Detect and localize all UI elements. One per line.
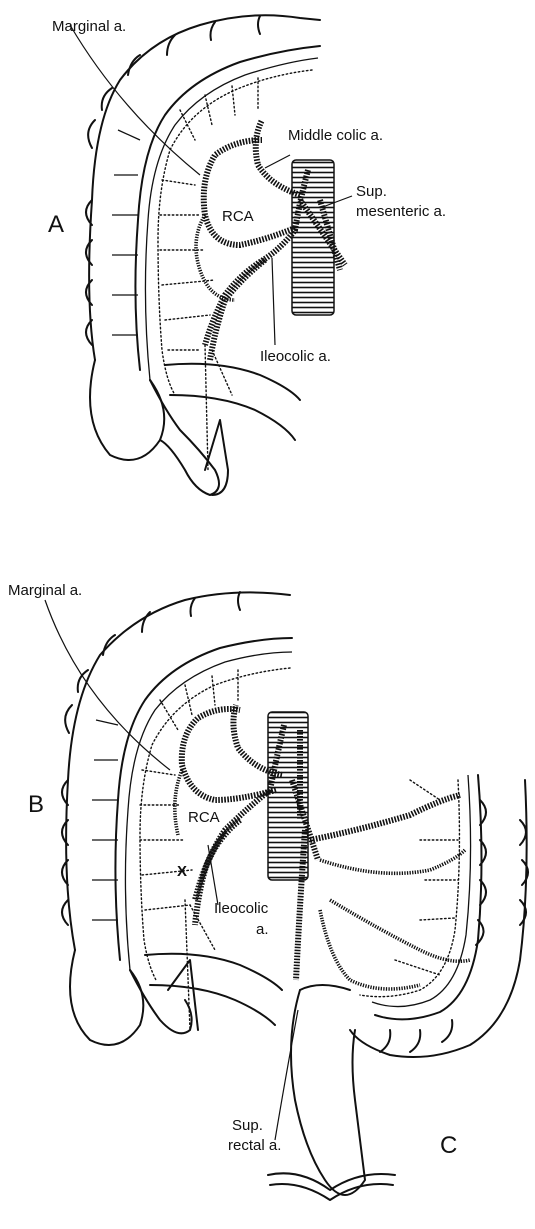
panel-a-marginal-label: Marginal a. xyxy=(52,18,126,35)
panel-b-ileocolic-label-1: Ileocolic xyxy=(214,900,269,917)
panel-c-sup-rectal-label-1: Sup. xyxy=(232,1117,263,1134)
panel-b-letter: B xyxy=(28,791,44,818)
panel-a-ileocolic-label: Ileocolic a. xyxy=(260,348,331,365)
panel-a-sup-mesenteric-label-2: mesenteric a. xyxy=(356,203,446,220)
panel-a-rca-label: RCA xyxy=(222,208,254,225)
panel-c-letter: C xyxy=(440,1132,457,1159)
panel-a-colon xyxy=(86,15,320,495)
panel-b-x-mark: X xyxy=(177,863,187,880)
panel-c-sup-rectal-label-2: rectal a. xyxy=(228,1137,281,1154)
panel-a-rca xyxy=(204,140,295,245)
panel-b-rca xyxy=(182,709,276,800)
panel-b: Marginal a. RCA X Ileocolic a. B xyxy=(8,582,318,1045)
panel-c-marginal-artery xyxy=(360,780,459,997)
panel-a-ileocolic-artery xyxy=(210,260,265,360)
panel-a-sup-mesenteric-label-1: Sup. xyxy=(356,183,387,200)
panel-b-rca-label: RCA xyxy=(188,809,220,826)
panel-b-marginal-label: Marginal a. xyxy=(8,582,82,599)
panel-b-ileocolic-label-2: a. xyxy=(256,921,269,938)
panel-a-letter: A xyxy=(48,211,64,238)
panel-a-middle-colic-label: Middle colic a. xyxy=(288,127,383,144)
panel-a: Marginal a. Middle colic a. Sup. mesente… xyxy=(48,15,446,495)
